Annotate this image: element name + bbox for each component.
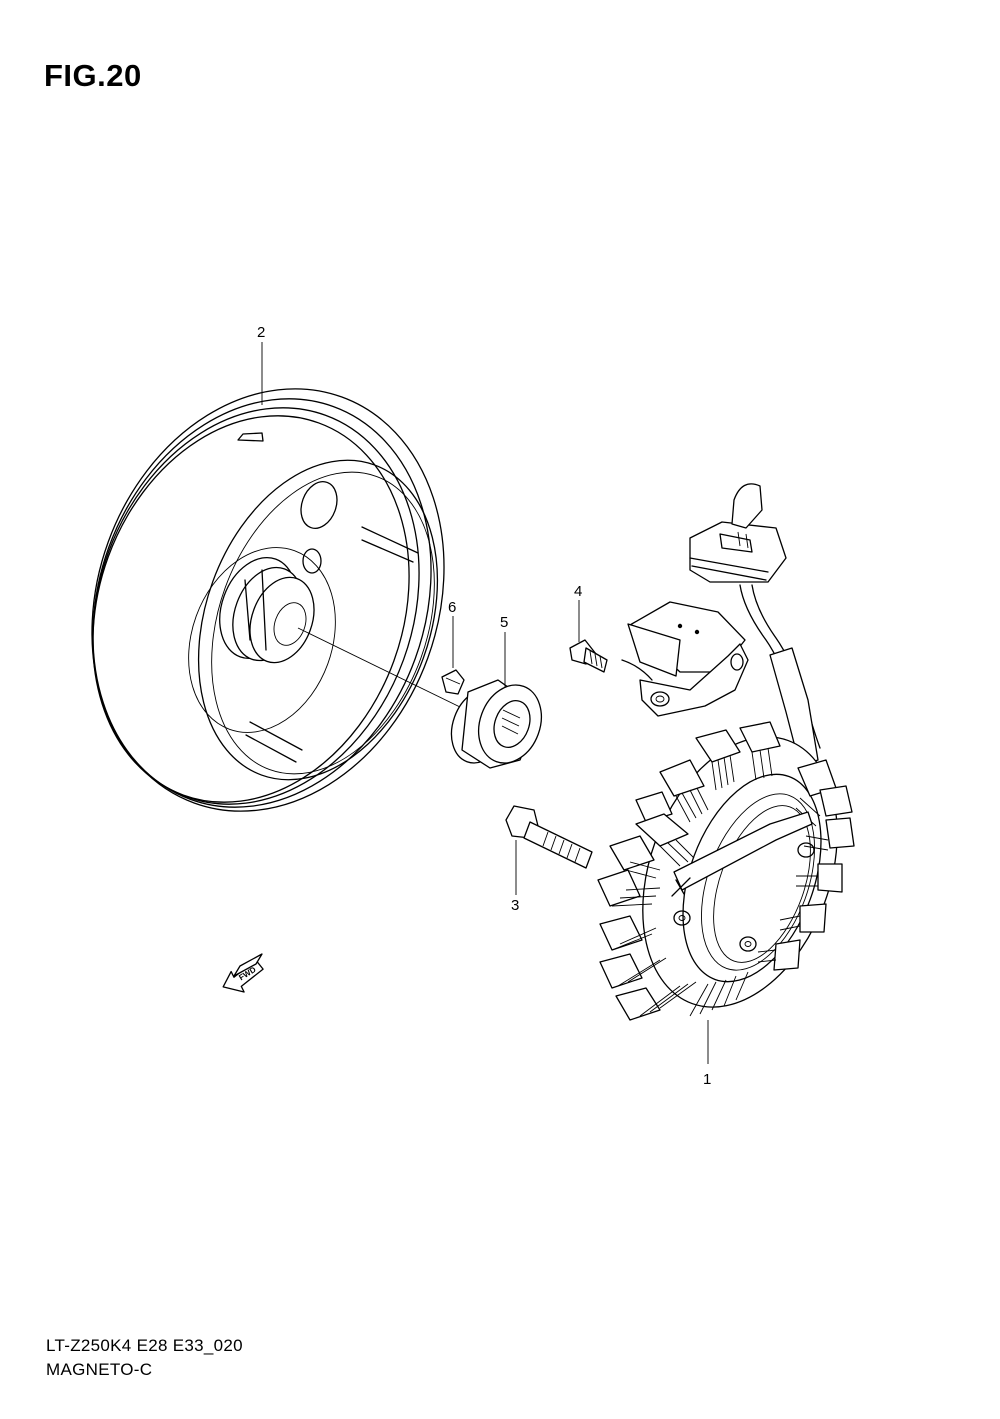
callout-5: 5: [500, 614, 508, 631]
stator-poles: [597, 721, 855, 1021]
pickup-coil-assembly: [621, 483, 821, 767]
woodruff-key: [441, 669, 465, 695]
rotor-nut: [450, 679, 542, 769]
stator-bolt: [505, 805, 593, 869]
figure-title: FIG.20: [44, 58, 142, 93]
callout-3: 3: [511, 897, 519, 914]
forward-direction-arrow: FWD: [222, 953, 264, 993]
footer-model-code: LT-Z250K4 E28 E33_020: [46, 1336, 243, 1355]
stator-coil: [597, 721, 855, 1021]
callout-2: 2: [257, 324, 265, 341]
footer-section-name: MAGNETO-C: [46, 1360, 153, 1379]
pickup-screw: [569, 639, 608, 673]
callout-6: 6: [448, 599, 456, 616]
callout-4: 4: [574, 583, 582, 600]
rotor-flywheel: [91, 388, 461, 812]
callout-1: 1: [703, 1071, 711, 1088]
